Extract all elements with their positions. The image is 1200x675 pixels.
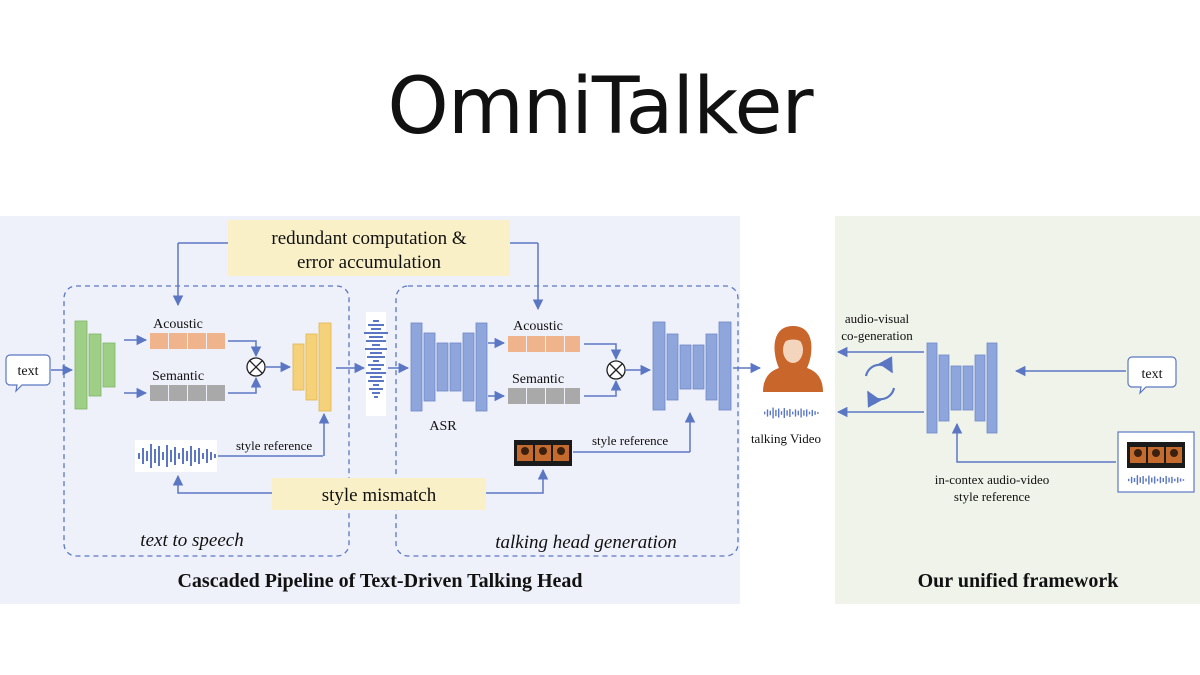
tts-stage-label: text to speech: [140, 530, 243, 551]
semantic-label-tts: Semantic: [152, 369, 204, 384]
tts-encoder: [74, 320, 116, 410]
incontext-video-frames: [1127, 442, 1185, 468]
cycle-icon: [864, 356, 896, 408]
redundant-note-line2: error accumulation: [297, 252, 442, 273]
incontext-label-line1: in-contex audio-video: [935, 472, 1049, 487]
tts-decoder: [292, 322, 332, 412]
redundant-note-box: [228, 220, 510, 276]
av-cogen-line2: co-generation: [841, 328, 913, 343]
intermediate-audio-wave: [364, 312, 388, 416]
page-title: OmniTalker: [387, 62, 813, 152]
acoustic-label-tts: Acoustic: [153, 317, 203, 332]
video-style-reference: [514, 440, 572, 466]
arrow-acoustic-to-fuse-thg: [584, 343, 622, 361]
style-reference-label-tts: style reference: [236, 438, 312, 453]
arrow-acoustic-to-fuse-tts: [228, 340, 262, 358]
incontext-label-line2: style reference: [954, 489, 1030, 504]
acoustic-tokens-tts: [150, 333, 225, 349]
arrow-semantic-to-fuse-thg: [584, 379, 622, 397]
asr-label: ASR: [429, 419, 457, 434]
talking-head-icon: [763, 326, 823, 392]
output-label: talking Video: [751, 431, 821, 446]
arrow-semantic-to-fuse-tts: [228, 376, 262, 394]
fusion-op-thg: [606, 360, 626, 380]
unified-caption: Our unified framework: [918, 570, 1120, 592]
unified-model: [926, 342, 998, 434]
style-mismatch-box: [272, 478, 486, 510]
arrow-mismatch-to-video: [486, 468, 549, 494]
arrow-mismatch-to-audio: [172, 474, 272, 494]
semantic-tokens-thg: [508, 388, 580, 404]
fusion-op-tts: [246, 357, 266, 377]
tts-stage-box: [63, 285, 350, 557]
redundant-note-line1: redundant computation &: [271, 228, 466, 249]
unified-framework-panel: [835, 216, 1200, 604]
text-input-label: text: [18, 364, 39, 379]
semantic-tokens-tts: [150, 385, 225, 401]
arrow-reference-to-unified: [951, 422, 1116, 463]
output-audio-wave: [764, 407, 819, 419]
thg-renderer: [652, 321, 732, 411]
thg-stage-box: [395, 285, 739, 557]
unified-text-label: text: [1142, 367, 1163, 382]
semantic-label-thg: Semantic: [512, 372, 564, 387]
style-reference-label-thg: style reference: [592, 433, 668, 448]
acoustic-label-thg: Acoustic: [513, 319, 563, 334]
thg-stage-label: talking head generation: [495, 532, 677, 553]
unified-text-bubble: [1127, 356, 1177, 395]
text-input-bubble: [5, 354, 51, 393]
asr-encoder: [410, 322, 488, 412]
av-cogen-line1: audio-visual: [845, 311, 910, 326]
style-mismatch-label: style mismatch: [322, 485, 437, 506]
cascaded-caption: Cascaded Pipeline of Text-Driven Talking…: [177, 570, 582, 592]
acoustic-tokens-thg: [508, 336, 580, 352]
